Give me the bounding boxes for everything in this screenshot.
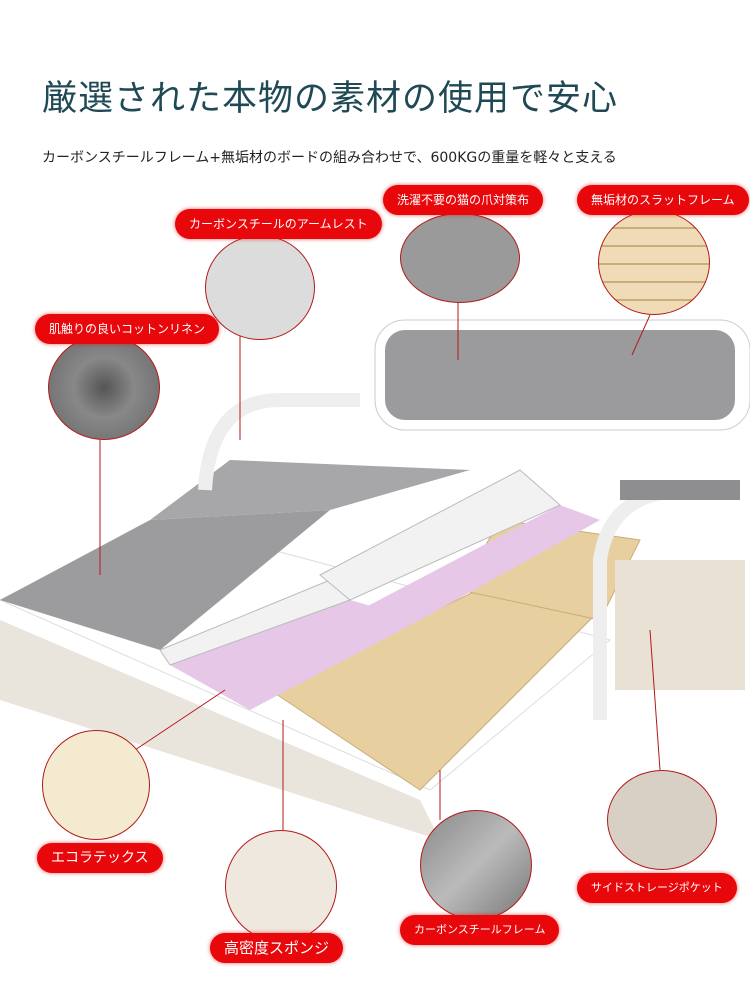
mattress — [0, 510, 330, 650]
label-armrest: カーボンスチールのアームレスト — [175, 209, 382, 239]
side-pocket — [615, 560, 745, 690]
bed-base — [0, 620, 440, 840]
pocket-detail-image — [607, 770, 717, 870]
steel-detail-image — [420, 810, 532, 920]
linen-detail-image — [48, 335, 160, 440]
label-pocket: サイドストレージポケット — [577, 873, 737, 903]
armrest-detail-image — [205, 235, 315, 340]
label-fabric: 洗濯不要の猫の爪対策布 — [383, 185, 544, 215]
backrest — [385, 330, 735, 420]
label-linen: 肌触りの良いコットンリネン — [35, 314, 220, 344]
label-slats: 無垢材のスラットフレーム — [577, 185, 749, 215]
fabric-detail-image — [400, 213, 520, 303]
label-sponge: 高密度スポンジ — [210, 933, 344, 963]
page-subtitle: カーボンスチールフレーム+無垢材のボードの組み合わせで、600KGの重量を軽々と… — [42, 150, 617, 166]
page-title: 厳選された本物の素材の使用で安心 — [42, 79, 619, 119]
sponge-detail-image — [225, 830, 337, 942]
slats-detail-image — [598, 210, 710, 315]
latex-detail-image — [42, 730, 150, 840]
pink-foam — [170, 600, 420, 710]
label-steel: カーボンスチールフレーム — [400, 915, 560, 945]
label-latex: エコラテックス — [37, 843, 163, 873]
